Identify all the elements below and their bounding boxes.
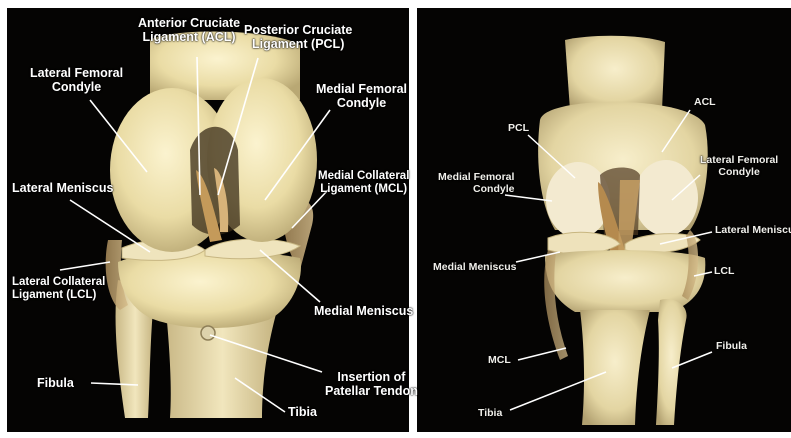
label-lateral-femoral-condyle: Lateral Femoral Condyle <box>30 66 123 94</box>
label-lcl: Lateral Collateral Ligament (LCL) <box>12 276 105 302</box>
label-insertion-patellar-tendon: Insertion of Patellar Tendon <box>325 370 418 398</box>
label-pcl: Posterior Cruciate Ligament (PCL) <box>244 23 352 51</box>
label-medial-meniscus: Medial Meniscus <box>314 304 413 318</box>
label-fibula-left: Fibula <box>37 376 74 390</box>
label-fibula-right: Fibula <box>716 341 747 353</box>
label-tibia-left: Tibia <box>288 405 317 419</box>
label-lateral-meniscus-right: Lateral Meniscu <box>715 225 791 237</box>
label-lcl-right: LCL <box>714 266 734 278</box>
label-lateral-meniscus: Lateral Meniscus <box>12 181 113 195</box>
label-medial-meniscus-right: Medial Meniscus <box>433 262 516 274</box>
label-medial-femoral-condyle-right: Medial Femoral Condyle <box>438 172 514 196</box>
label-mcl: Medial Collateral Ligament (MCL) <box>318 170 409 196</box>
label-tibia-right: Tibia <box>478 408 502 420</box>
label-acl-right: ACL <box>694 97 716 109</box>
label-pcl-right: PCL <box>508 123 529 135</box>
label-mcl-right: MCL <box>488 355 511 367</box>
label-acl: Anterior Cruciate Ligament (ACL) <box>138 16 240 44</box>
label-medial-femoral-condyle: Medial Femoral Condyle <box>316 82 407 110</box>
label-lateral-femoral-condyle-right: Lateral Femoral Condyle <box>700 155 778 179</box>
